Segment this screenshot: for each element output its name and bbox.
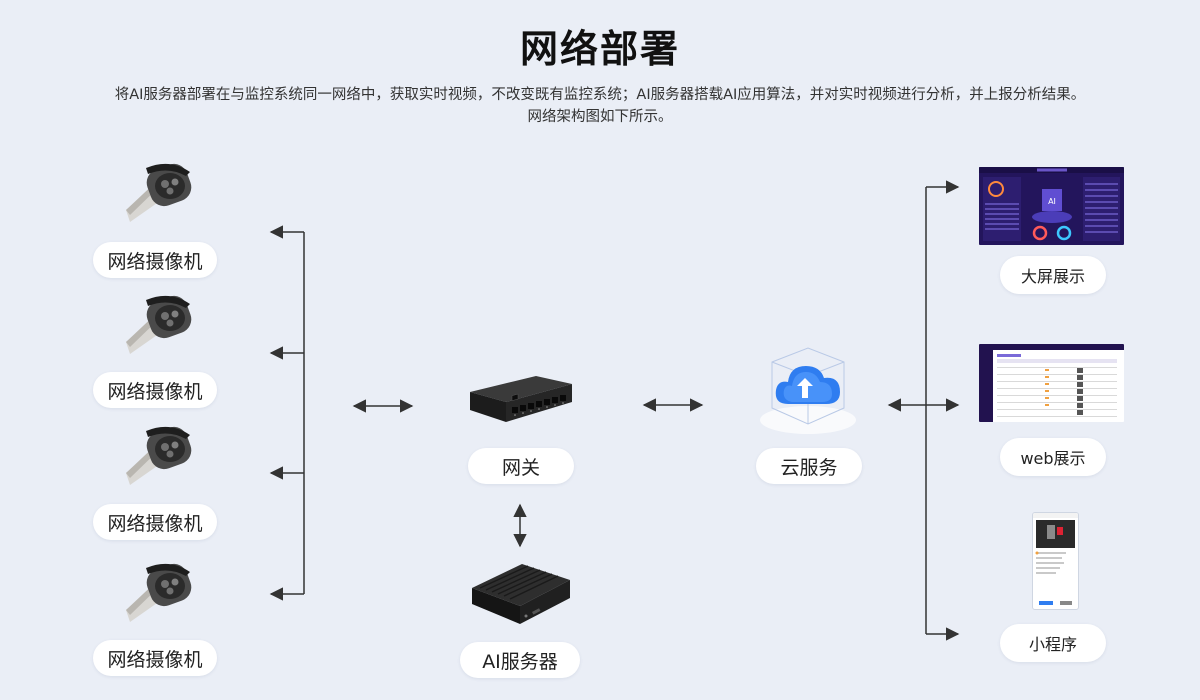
switch-icon (470, 376, 572, 422)
camera-2-label: 网络摄像机 (93, 372, 217, 408)
mobile-app-icon (1032, 512, 1079, 610)
camera-1-label: 网络摄像机 (93, 242, 217, 278)
server-box-icon (472, 564, 570, 624)
camera-3-label: 网络摄像机 (93, 504, 217, 540)
web-table-screen-icon (979, 344, 1124, 422)
camera-icon (126, 426, 192, 485)
gateway-label: 网关 (468, 448, 574, 484)
ai-server-label: AI服务器 (460, 642, 580, 678)
dashboard-screen-icon: AI (979, 167, 1124, 245)
page-title: 网络部署 (519, 27, 680, 71)
cloud-label: 云服务 (756, 448, 862, 484)
camera-icon (126, 163, 192, 222)
output-2-label: web展示 (1000, 438, 1106, 476)
output-1-label: 大屏展示 (1000, 256, 1106, 294)
page-description: 将AI服务器部署在与监控系统同一网络中，获取实时视频，不改变既有监控系统；AI服… (0, 84, 1200, 128)
description-line-2: 网络架构图如下所示。 (527, 109, 673, 125)
description-line-1: 将AI服务器部署在与监控系统同一网络中，获取实时视频，不改变既有监控系统；AI服… (114, 87, 1086, 103)
camera-icon (126, 563, 192, 622)
output-3-label: 小程序 (1000, 624, 1106, 662)
cloud-upload-icon (760, 347, 856, 434)
camera-4-label: 网络摄像机 (93, 640, 217, 676)
camera-icon (126, 295, 192, 354)
svg-text:AI: AI (1048, 197, 1056, 206)
